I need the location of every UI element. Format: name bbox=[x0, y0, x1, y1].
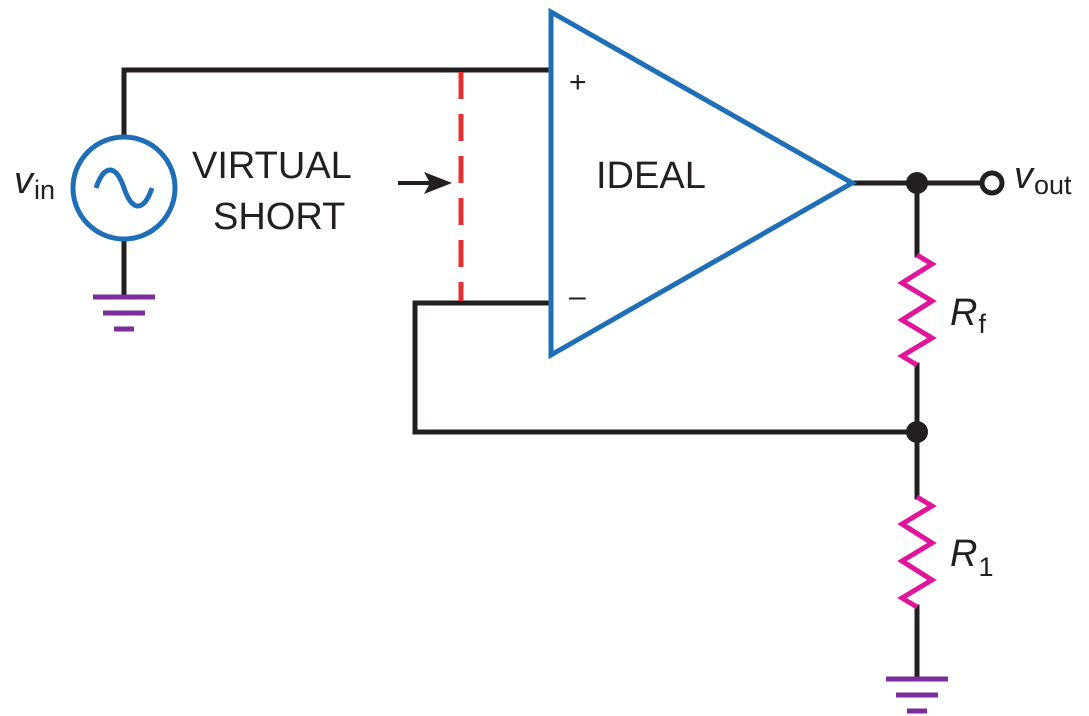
resistor-rf bbox=[897, 252, 937, 368]
ground-symbol-right bbox=[886, 676, 948, 714]
opamp-label: IDEAL bbox=[596, 155, 706, 197]
output-junction bbox=[906, 172, 928, 194]
vin-label: vin bbox=[14, 160, 55, 205]
opamp-triangle bbox=[548, 7, 858, 360]
resistor-r1 bbox=[897, 494, 937, 610]
r1-label: R1 bbox=[950, 533, 993, 582]
feedback-junction bbox=[906, 421, 928, 443]
sine-wave-icon bbox=[93, 167, 155, 209]
rf-label: Rf bbox=[950, 292, 986, 339]
vout-label: vout bbox=[1014, 155, 1072, 200]
inverting-sign: – bbox=[569, 280, 586, 313]
wire-feedback-loop bbox=[412, 300, 920, 435]
ac-source bbox=[70, 134, 178, 242]
virtual-short-label-line2: SHORT bbox=[213, 196, 345, 238]
wire-input-top bbox=[121, 67, 553, 138]
output-terminal bbox=[979, 170, 1005, 196]
noninverting-sign: + bbox=[569, 66, 587, 99]
virtual-short-arrow bbox=[398, 172, 452, 194]
ground-symbol-left bbox=[93, 294, 155, 332]
virtual-short-label-line1: VIRTUAL bbox=[192, 145, 352, 187]
